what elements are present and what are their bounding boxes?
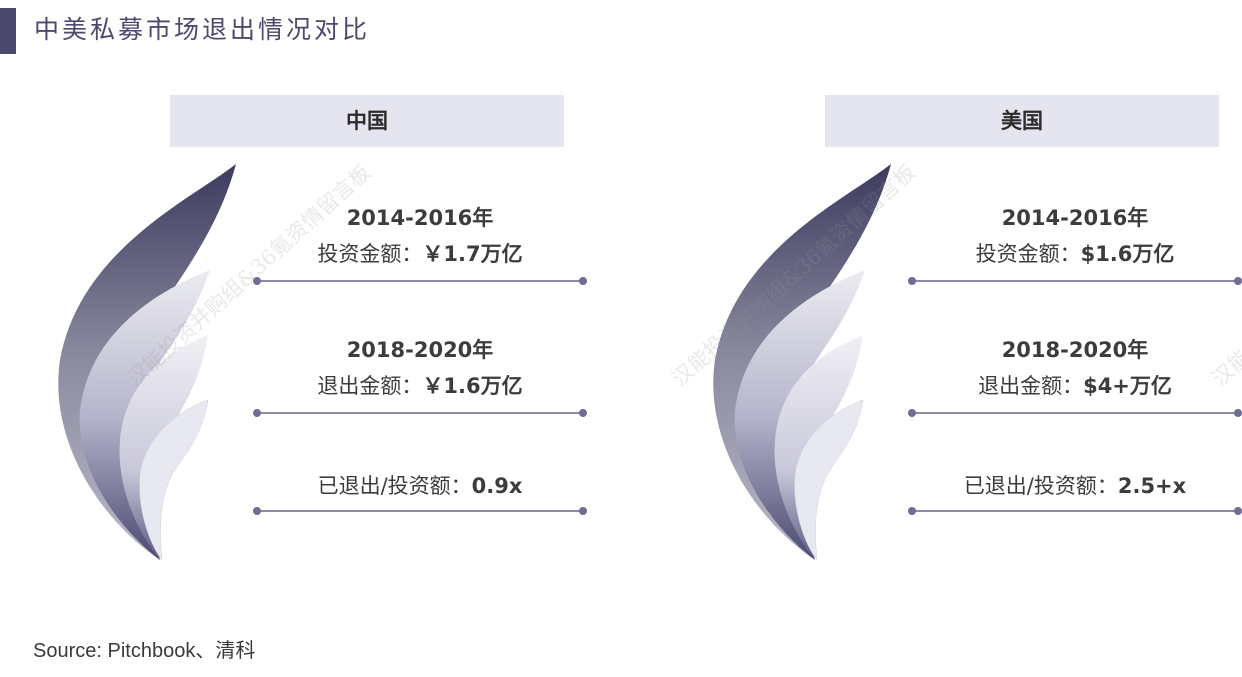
exit-ratio: 已退出/投资额：0.9x [256,468,584,504]
exit-block: 2018-2020年 退出金额：￥1.6万亿 [256,332,584,404]
source-note: Source: Pitchbook、清科 [33,640,256,662]
exit-period: 2018-2020年 [1001,338,1149,362]
exit-amount: 退出金额：$4+万亿 [911,368,1239,404]
exit-value: ￥1.6万亿 [422,374,523,398]
ratio-label: 已退出/投资额： [963,474,1118,498]
investment-block: 2014-2016年 投资金额：$1.6万亿 [911,200,1239,272]
ratio-value: 2.5+x [1117,474,1187,498]
ratio-value: 0.9x [471,474,523,498]
exit-label: 退出金额： [317,374,423,398]
exit-block: 2018-2020年 退出金额：$4+万亿 [911,332,1239,404]
us-panel: 美国 2014-2016年 投资金额：$1.6万亿 [655,0,1242,600]
divider [253,409,587,417]
divider [253,277,587,285]
divider [908,507,1242,515]
title-accent-bar [0,8,16,54]
wing-graphic [713,164,891,560]
investment-period: 2014-2016年 [346,206,494,230]
investment-amount: 投资金额：$1.6万亿 [911,236,1239,272]
page-title: 中美私募市场退出情况对比 [34,15,371,44]
panel-header-us: 美国 [825,95,1219,147]
investment-amount: 投资金额：￥1.7万亿 [256,236,584,272]
exit-value: $4+万亿 [1083,374,1172,398]
divider [908,409,1242,417]
investment-label: 投资金额： [317,242,423,266]
panel-header-china: 中国 [170,95,564,147]
china-panel: 中国 2014-2016年 投资金额：￥1.7万亿 [0,0,600,600]
investment-label: 投资金额： [975,242,1081,266]
investment-period: 2014-2016年 [1001,206,1149,230]
divider [908,277,1242,285]
exit-label: 退出金额： [978,374,1084,398]
investment-value: ￥1.7万亿 [422,242,523,266]
divider [253,507,587,515]
investment-value: $1.6万亿 [1080,242,1175,266]
ratio-label: 已退出/投资额： [317,474,472,498]
wing-graphic [58,164,236,560]
exit-ratio: 已退出/投资额：2.5+x [911,468,1239,504]
exit-period: 2018-2020年 [346,338,494,362]
exit-amount: 退出金额：￥1.6万亿 [256,368,584,404]
investment-block: 2014-2016年 投资金额：￥1.7万亿 [256,200,584,272]
